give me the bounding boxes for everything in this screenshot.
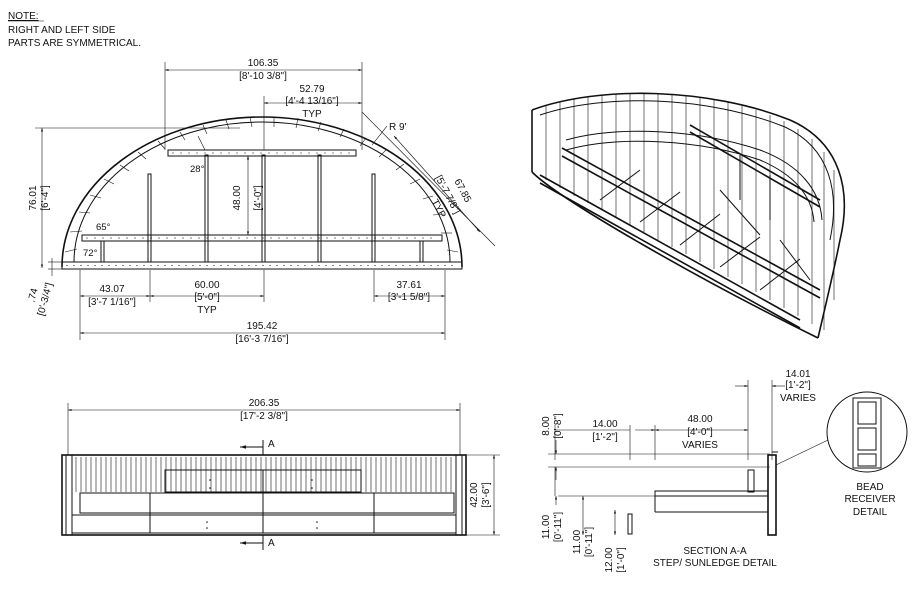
dim-total: 195.42	[247, 321, 278, 332]
varies-1: VARIES	[780, 393, 816, 404]
dim-height: 76.01	[28, 185, 39, 210]
dim-12-ft: [1'-0"]	[616, 547, 627, 573]
dim-varies-top-ft: [1'-2"]	[785, 380, 811, 391]
angle-28: 28°	[190, 164, 205, 175]
note-block: NOTE: RIGHT AND LEFT SIDE PARTS ARE SYMM…	[8, 11, 141, 49]
dim-step-ft: [1'-2"]	[592, 432, 618, 443]
dim-ledge: 48.00	[687, 414, 712, 425]
front-ribs	[75, 457, 452, 492]
front-outline	[61, 454, 467, 536]
section-mark-bottom: A	[268, 538, 275, 549]
dim-front-width-ft: [17'-2 3/8"]	[240, 411, 288, 422]
dim-top-width: 106.35	[248, 58, 279, 69]
dim-top-width-ft: [8'-10 3/8"]	[239, 71, 287, 82]
dim-inner-ft: [4'-0"]	[253, 185, 264, 211]
note-line-1: RIGHT AND LEFT SIDE	[8, 25, 116, 36]
dim-8: 8.00	[541, 416, 552, 436]
detail-line-3: DETAIL	[853, 507, 888, 518]
section-subtitle: STEP/ SUNLEDGE DETAIL	[653, 558, 777, 569]
dim-front-width: 206.35	[249, 398, 280, 409]
dim-typ-span-typ: TYP	[302, 109, 322, 120]
angle-65: 65°	[96, 222, 111, 233]
dim-offset: .74	[26, 287, 40, 304]
dim-mid-ft: [5'-0"]	[194, 292, 220, 303]
note-line-2: PARTS ARE SYMMETRICAL.	[8, 38, 141, 49]
dim-inner: 48.00	[232, 185, 243, 210]
dim-left-ft: [3'-7 1/16"]	[88, 297, 136, 308]
dim-front-height: 42.00	[469, 482, 480, 507]
dim-varies-top: 14.01	[785, 369, 810, 380]
dim-12: 12.00	[604, 547, 615, 572]
note-heading: NOTE:	[8, 11, 39, 22]
dim-mid-typ: TYP	[197, 305, 217, 316]
section-mark-top: A	[268, 439, 275, 450]
bead-receiver-detail: BEAD RECEIVER DETAIL	[775, 391, 908, 518]
dim-11a-ft: [0'-11"]	[553, 512, 564, 543]
varies-2: VARIES	[682, 440, 718, 451]
dim-11a: 11.00	[541, 514, 552, 539]
front-view: 206.35 [17'-2 3/8"] A A 42.00 [3'-6"]	[61, 398, 500, 550]
dim-height-ft: [6'-4"]	[40, 185, 51, 211]
dim-11b: 11.00	[572, 529, 583, 554]
dim-ledge-ft: [4'-0"]	[687, 427, 713, 438]
plan-view: 106.35 [8'-10 3/8"] 52.79 [4'-4 13/16"] …	[26, 58, 496, 345]
dim-offset-ft: [0'-3/4"]	[36, 281, 55, 317]
isometric-view	[531, 92, 846, 339]
radius-label: R 9'	[389, 122, 407, 133]
dim-right-ft: [3'-1 5/8"]	[388, 292, 430, 303]
dim-step: 14.00	[592, 419, 617, 430]
dim-left: 43.07	[99, 284, 124, 295]
dim-right: 37.61	[396, 280, 421, 291]
struts	[100, 154, 424, 263]
dim-typ-span-ft: [4'-4 13/16"]	[285, 96, 338, 107]
dim-front-height-ft: [3'-6"]	[481, 482, 492, 508]
section-title: SECTION A-A	[683, 546, 747, 557]
dim-mid: 60.00	[194, 280, 219, 291]
section-view: 14.01 [1'-2"] VARIES 14.00 [1'-2"] 48.00…	[541, 369, 816, 573]
dim-11b-ft: [0'-11"]	[584, 527, 595, 558]
angle-72: 72°	[83, 248, 98, 259]
dim-typ-span: 52.79	[299, 84, 324, 95]
dim-8-ft: [0'-8"]	[553, 413, 564, 439]
detail-line-2: RECEIVER	[844, 494, 895, 505]
dim-total-ft: [16'-3 7/16"]	[235, 334, 288, 345]
detail-line-1: BEAD	[856, 482, 883, 493]
